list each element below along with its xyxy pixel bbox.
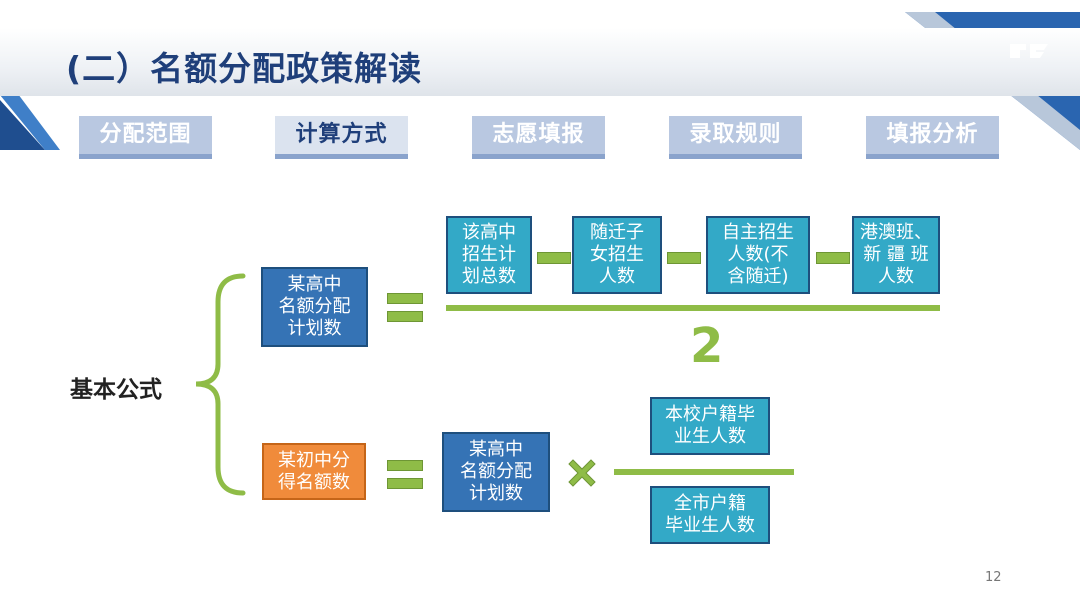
denominator-value: 2 bbox=[690, 318, 724, 374]
tab-jisuan-fangshi[interactable]: 计算方式 bbox=[275, 116, 408, 159]
page-number: 12 bbox=[985, 570, 1002, 585]
minus-sign-1 bbox=[537, 252, 571, 264]
logo-icon bbox=[1010, 44, 1048, 58]
formula2-left-box: 某初中分 得名额数 bbox=[262, 443, 366, 500]
minus-sign-3 bbox=[816, 252, 850, 264]
minus-sign-2 bbox=[667, 252, 701, 264]
numerator-term-3: 自主招生 人数(不 含随迁) bbox=[706, 216, 810, 294]
formula1-left-box: 某高中 名额分配 计划数 bbox=[261, 267, 368, 347]
tab-luqu-guize[interactable]: 录取规则 bbox=[669, 116, 802, 159]
fraction-bar-2 bbox=[614, 469, 794, 475]
curly-brace-icon bbox=[195, 273, 246, 496]
numerator-term-2: 随迁子 女招生 人数 bbox=[572, 216, 662, 294]
fraction-bar-1 bbox=[446, 305, 940, 311]
tab-tianbao-fenxi[interactable]: 填报分析 bbox=[866, 116, 999, 159]
equals-bar-bottom bbox=[387, 311, 423, 322]
multiplier-box: 某高中 名额分配 计划数 bbox=[442, 432, 550, 512]
title-band bbox=[0, 28, 1080, 96]
numerator-term-1: 该高中 招生计 划总数 bbox=[446, 216, 532, 294]
numerator-term-4: 港澳班、 新 疆 班 人数 bbox=[852, 216, 940, 294]
equals-bar-bottom-2 bbox=[387, 478, 423, 489]
fraction2-denominator: 全市户籍 毕业生人数 bbox=[650, 486, 770, 544]
equals-bar-top bbox=[387, 293, 423, 304]
equals-bar-top-2 bbox=[387, 460, 423, 471]
tab-fenpei-fanwei[interactable]: 分配范围 bbox=[79, 116, 212, 159]
tab-zhiyuan-tianbao[interactable]: 志愿填报 bbox=[472, 116, 605, 159]
formula-label: 基本公式 bbox=[70, 377, 162, 403]
page-title: (二）名额分配政策解读 bbox=[66, 49, 423, 88]
fraction2-numerator: 本校户籍毕 业生人数 bbox=[650, 397, 770, 455]
multiply-icon bbox=[568, 459, 596, 487]
